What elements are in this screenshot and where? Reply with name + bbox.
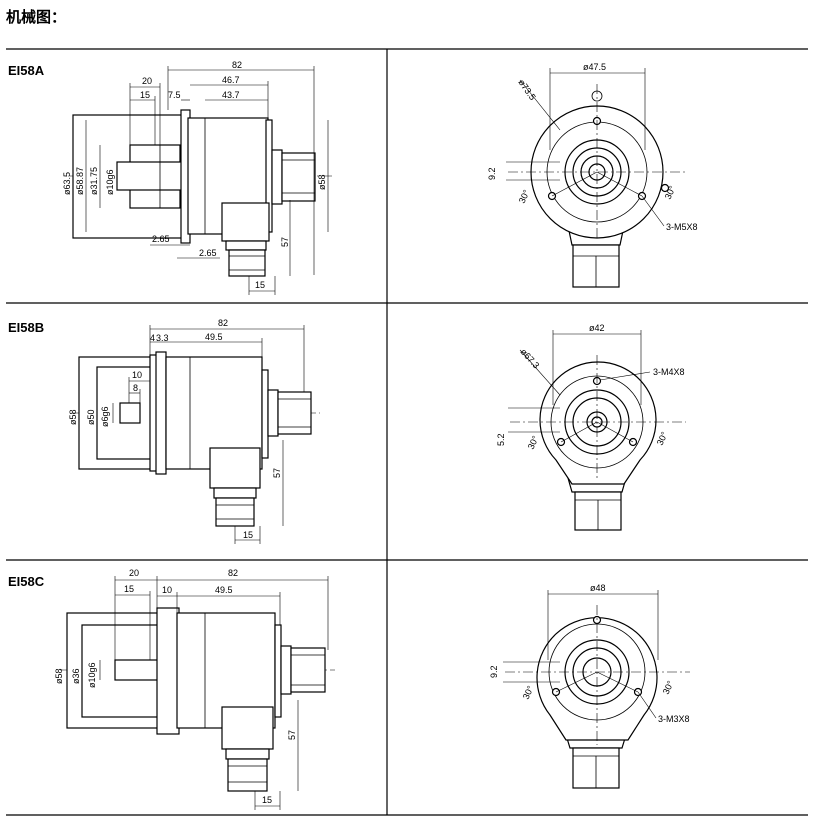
dim-label: 82 [228,568,238,578]
dim-label: 15 [262,795,272,805]
dim-label: 3-M4X8 [653,367,685,377]
dim-label: ø58 [68,409,78,425]
page-title: 机械图： [6,8,67,26]
dim-label: 30° [526,434,541,451]
dim-label: 3-M3X8 [658,714,690,724]
ei58c-side-labels: 20 15 10 82 49.5 ø58 ø36 ø10g6 57 15 [54,568,297,805]
table-frame [6,48,808,816]
dim-label: ø10g6 [87,662,97,688]
dim-label: 9.2 [489,665,499,678]
dim-label: 15 [140,90,150,100]
dim-label: 20 [142,76,152,86]
dim-label: 5.2 [496,433,506,446]
dim-label: ø58 [54,668,64,684]
dim-label: 8 [133,383,138,393]
dim-label: 15 [243,530,253,540]
dim-label: ø42 [589,323,605,333]
ei58c-side-view [60,607,335,792]
dim-label: 49.5 [205,332,223,342]
ei58b-front-view [508,330,686,531]
dim-label: 15 [255,280,265,290]
dim-label: 3.3 [156,333,169,343]
dim-label: 20 [129,568,139,578]
ei58b-side-dimensions [78,325,305,544]
dim-label: 9.2 [487,167,497,180]
dim-label: 57 [287,730,297,740]
ei58a-front-view [506,68,688,288]
dim-label: 30° [521,684,536,701]
ei58b-front-labels: ø42 ø67.3 3-M4X8 5.2 30° 30° [496,323,685,451]
dim-label: 15 [124,584,134,594]
dim-label: 43.7 [222,90,240,100]
dim-label: ø48 [590,583,606,593]
dim-label: ø36 [71,668,81,684]
dim-label: 2.65 [199,248,217,258]
dim-label: ø50 [86,409,96,425]
ei58c-side-dimensions [66,576,329,810]
dim-label: 7.5 [168,90,181,100]
dim-label: 46.7 [222,75,240,85]
dim-label: 82 [232,60,242,70]
ei58a-side-labels: 82 20 46.7 15 7.5 43.7 ø63.5 ø58.87 ø31.… [62,60,327,290]
dim-label: 49.5 [215,585,233,595]
dim-label: 10 [132,370,142,380]
dim-label: 30° [655,430,670,447]
dim-label: ø6g6 [100,406,110,427]
dim-label: ø63.5 [62,172,72,195]
dim-label: ø31.75 [89,167,99,195]
model-label-ei58b: EI58B [8,320,44,335]
ei58a-side-view [70,109,332,277]
dim-label: 3-M5X8 [666,222,698,232]
ei58c-front-view [503,590,690,789]
dim-label: 82 [218,318,228,328]
dim-label: ø10g6 [105,169,115,195]
dim-label: 4 [150,333,155,343]
dim-label: ø47.5 [583,62,606,72]
dim-label: 57 [272,468,282,478]
ei58a-side-dimensions [72,66,329,295]
dim-label: 2.65 [152,234,170,244]
dim-label: ø73.5 [516,77,537,102]
model-label-ei58a: EI58A [8,63,45,78]
model-label-ei58c: EI58C [8,574,45,589]
dim-label: 30° [661,679,676,696]
ei58b-side-labels: 82 4 3.3 49.5 10 8 ø58 ø50 ø6g6 57 15 [68,318,282,540]
dim-label: ø58 [317,174,327,190]
ei58b-side-view [72,351,320,527]
dim-label: ø58.87 [75,167,85,195]
dim-label: 57 [280,237,290,247]
dim-label: 10 [162,585,172,595]
dim-label: 30° [517,188,532,205]
dim-label: ø67.3 [519,347,542,371]
